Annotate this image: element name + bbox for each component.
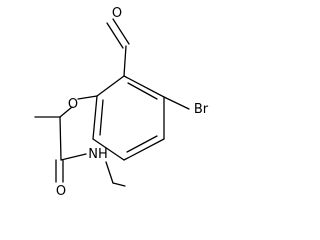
aldehyde-double-bond-b [112, 18, 130, 45]
benzene-ring [92, 75, 165, 161]
structural-formula: O O Br O NH [34, 6, 209, 199]
ring-bond-4 [92, 138, 125, 161]
ring-inner-double-1 [127, 82, 158, 100]
ether-linkage [59, 95, 98, 118]
alpha-to-carbonyl-bond [59, 116, 62, 161]
aldehyde-double-bond-a [106, 22, 124, 49]
ether-to-alpha-carbon-bond [59, 106, 73, 118]
ethyl-cc-bond [112, 182, 126, 187]
ring-bond-5 [92, 95, 98, 140]
ring-to-ether-bond [77, 95, 98, 100]
ring-inner-double-3 [99, 99, 104, 136]
ethyl-group [105, 161, 126, 187]
bromine-bond [163, 96, 190, 110]
aldehyde-to-ring-bond [123, 45, 127, 77]
formyl-oxygen-label: O [112, 6, 122, 21]
ring-bond-1 [123, 75, 165, 98]
aldehyde-group [106, 18, 130, 77]
ring-bond-6 [96, 75, 125, 97]
bromine-label: Br [194, 102, 209, 117]
carbonyl-to-nitrogen-bond [60, 153, 87, 161]
ether-oxygen-label: O [68, 97, 78, 112]
propanamide-backbone [34, 116, 87, 183]
ring-bond-3 [123, 138, 165, 161]
nitrogen-to-ethyl-bond [105, 161, 114, 184]
amide-oxygen-label: O [56, 184, 66, 199]
amide-nitrogen-label: NH [88, 147, 108, 162]
ring-inner-double-2 [126, 135, 158, 153]
